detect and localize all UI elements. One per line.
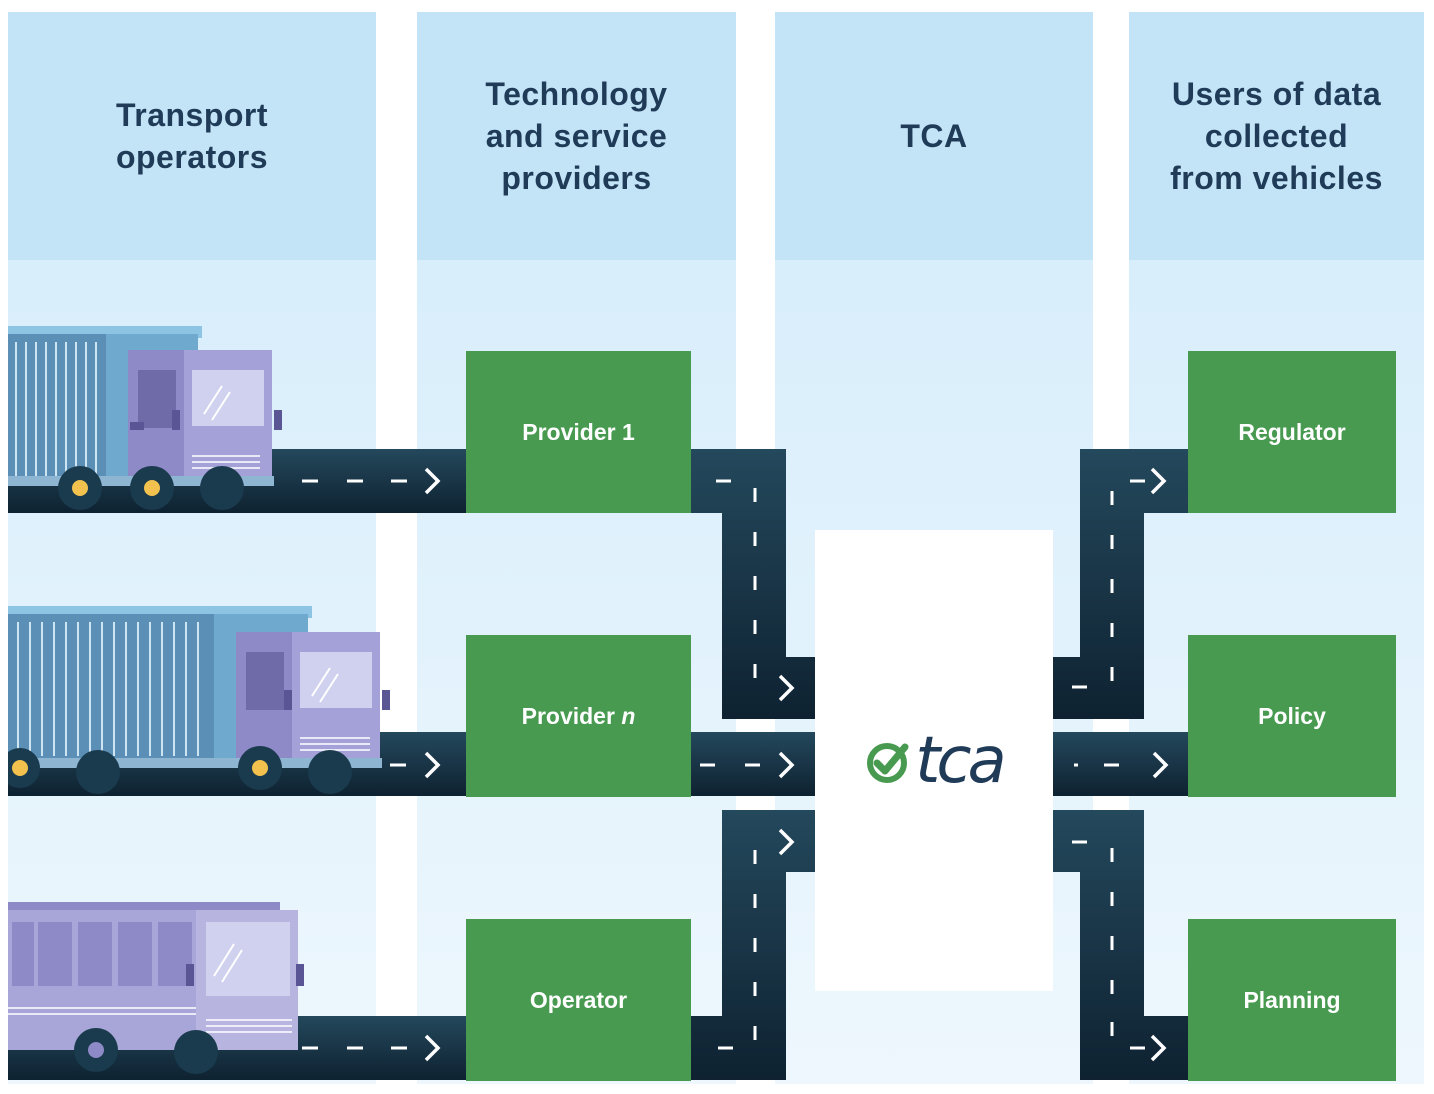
road-tca-to-planning [1053,810,1190,1080]
provider-n-label: Provider n [521,702,636,729]
column-title: Users of data collected from vehicles [1170,76,1383,196]
policy-label: Policy [1258,702,1326,729]
column-header: TCA [775,12,1093,260]
policy-box: Policy [1188,635,1396,797]
road-tca-to-policy [1053,732,1190,796]
planning-box: Planning [1188,919,1396,1081]
column-title: TCA [900,118,968,154]
regulator-box: Regulator [1188,351,1396,513]
column-title: Technology and service providers [485,76,668,196]
provider-1-label: Provider 1 [522,418,635,445]
provider-n-box: Provider n [466,635,691,797]
column-header: Users of data collected from vehicles [1129,12,1424,260]
road-tca-to-regulator [1053,449,1190,719]
planning-label: Planning [1243,986,1341,1013]
column-header: Technology and service providers [417,12,736,260]
check-circle-icon [867,742,909,783]
regulator-label: Regulator [1238,418,1346,445]
provider-1-box: Provider 1 [466,351,691,513]
tca-panel: tca [815,530,1053,991]
column-header: Transport operators [8,12,376,260]
bus-icon [8,902,304,1074]
road-operator-to-tca [690,810,815,1080]
truck-icon [8,326,282,510]
operator-box: Operator [466,919,691,1081]
tca-logo: tca [865,723,1007,798]
operator-label: Operator [529,986,628,1013]
tca-logo-text: tca [915,723,1006,798]
truck-icon [8,606,390,794]
column-title: Transport operators [115,97,269,175]
road-provider1-to-tca [690,449,815,719]
